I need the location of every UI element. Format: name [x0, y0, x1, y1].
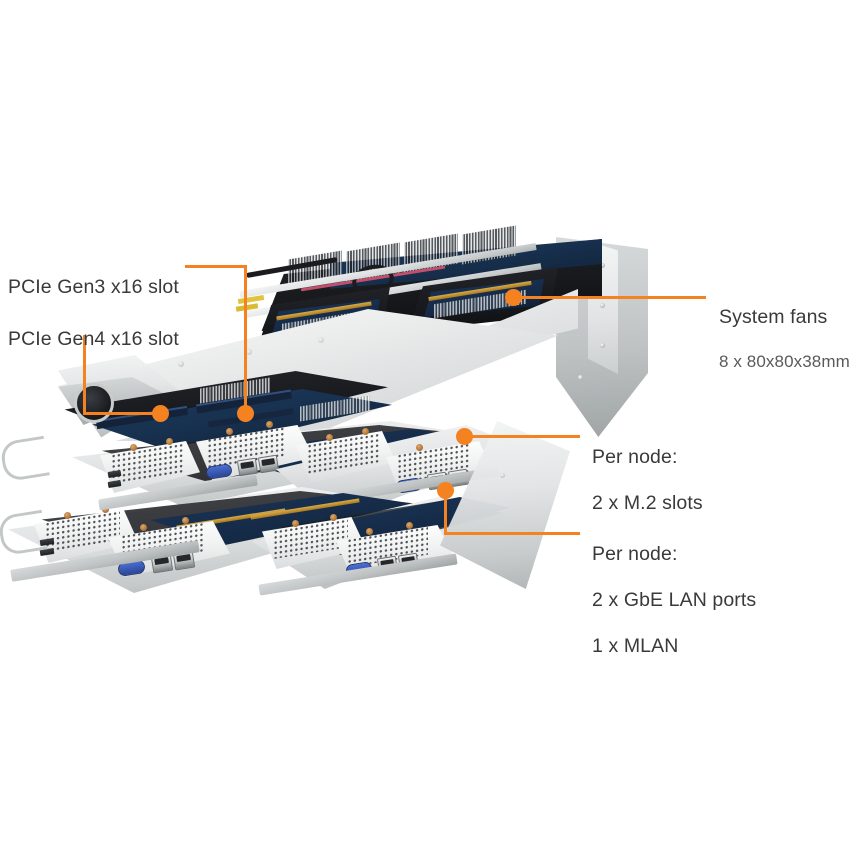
rear-screw-1	[600, 263, 605, 268]
cover-screw	[178, 361, 184, 367]
tray-handle	[0, 509, 48, 557]
callout-lan-ports-line2: 2 x GbE LAN ports	[592, 588, 757, 611]
callout-lan-ports-line3: 1 x MLAN	[592, 635, 679, 658]
callout-system-fans-line2: 8 x 80x80x38mm	[719, 351, 850, 371]
server-product-image	[0, 225, 700, 620]
callout-lan-ports: Per node: 2 x GbE LAN ports 1 x MLAN	[592, 521, 756, 680]
thumbscrew	[416, 444, 423, 451]
callout-system-fans-line1: System fans	[719, 305, 828, 328]
leader-line-system-fans	[513, 296, 706, 299]
leader-line-pcie-gen4-drop	[83, 335, 86, 415]
leader-line-m2-slots	[464, 435, 580, 438]
leader-dot-system-fans	[505, 289, 522, 306]
thumbscrew	[140, 524, 147, 531]
callout-pcie-gen4: PCIe Gen4 x16 slot	[8, 306, 179, 373]
callout-pcie-gen3: PCIe Gen3 x16 slot	[8, 254, 179, 321]
side-wall-screw	[500, 473, 505, 478]
leader-line-pcie-gen4	[83, 412, 163, 415]
thumbscrew	[130, 444, 137, 451]
thumbscrew	[182, 517, 189, 524]
callout-system-fans: System fans 8 x 80x80x38mm	[719, 284, 850, 394]
rear-screw-3	[600, 343, 605, 348]
lan-port	[257, 454, 280, 474]
thumbscrew	[362, 428, 369, 435]
thumbscrew	[166, 438, 173, 445]
tray-handle	[0, 435, 50, 483]
chassis-blower	[74, 383, 114, 423]
callout-m2-slots-line1: Per node:	[592, 445, 678, 468]
thumbscrew	[292, 520, 299, 527]
cover-screw	[246, 349, 252, 355]
callout-lan-ports-line1: Per node:	[592, 542, 678, 565]
leader-line-pcie-gen3	[185, 265, 247, 268]
callout-m2-slots: Per node: 2 x M.2 slots	[592, 424, 703, 537]
cover-screw	[318, 337, 324, 343]
leader-dot-pcie-gen4	[152, 405, 169, 422]
thumbscrew	[64, 512, 71, 519]
thumbscrew	[326, 434, 333, 441]
thumbscrew	[226, 428, 233, 435]
rear-screw-4	[578, 375, 583, 380]
leader-line-pcie-gen3-drop	[244, 265, 247, 415]
rear-screw-2	[600, 303, 605, 308]
leader-line-lan-drop	[444, 490, 447, 534]
thumbscrew	[406, 522, 413, 529]
leader-dot-pcie-gen3	[237, 405, 254, 422]
leader-line-lan-ports	[444, 532, 580, 535]
thumbscrew	[330, 514, 337, 521]
thumbscrew	[266, 421, 273, 428]
callout-pcie-gen3-line1: PCIe Gen3 x16 slot	[8, 275, 179, 298]
thumbscrew	[366, 528, 373, 535]
lan-port	[236, 457, 259, 477]
callout-m2-slots-line2: 2 x M.2 slots	[592, 491, 703, 514]
callout-pcie-gen4-line1: PCIe Gen4 x16 slot	[8, 327, 179, 350]
